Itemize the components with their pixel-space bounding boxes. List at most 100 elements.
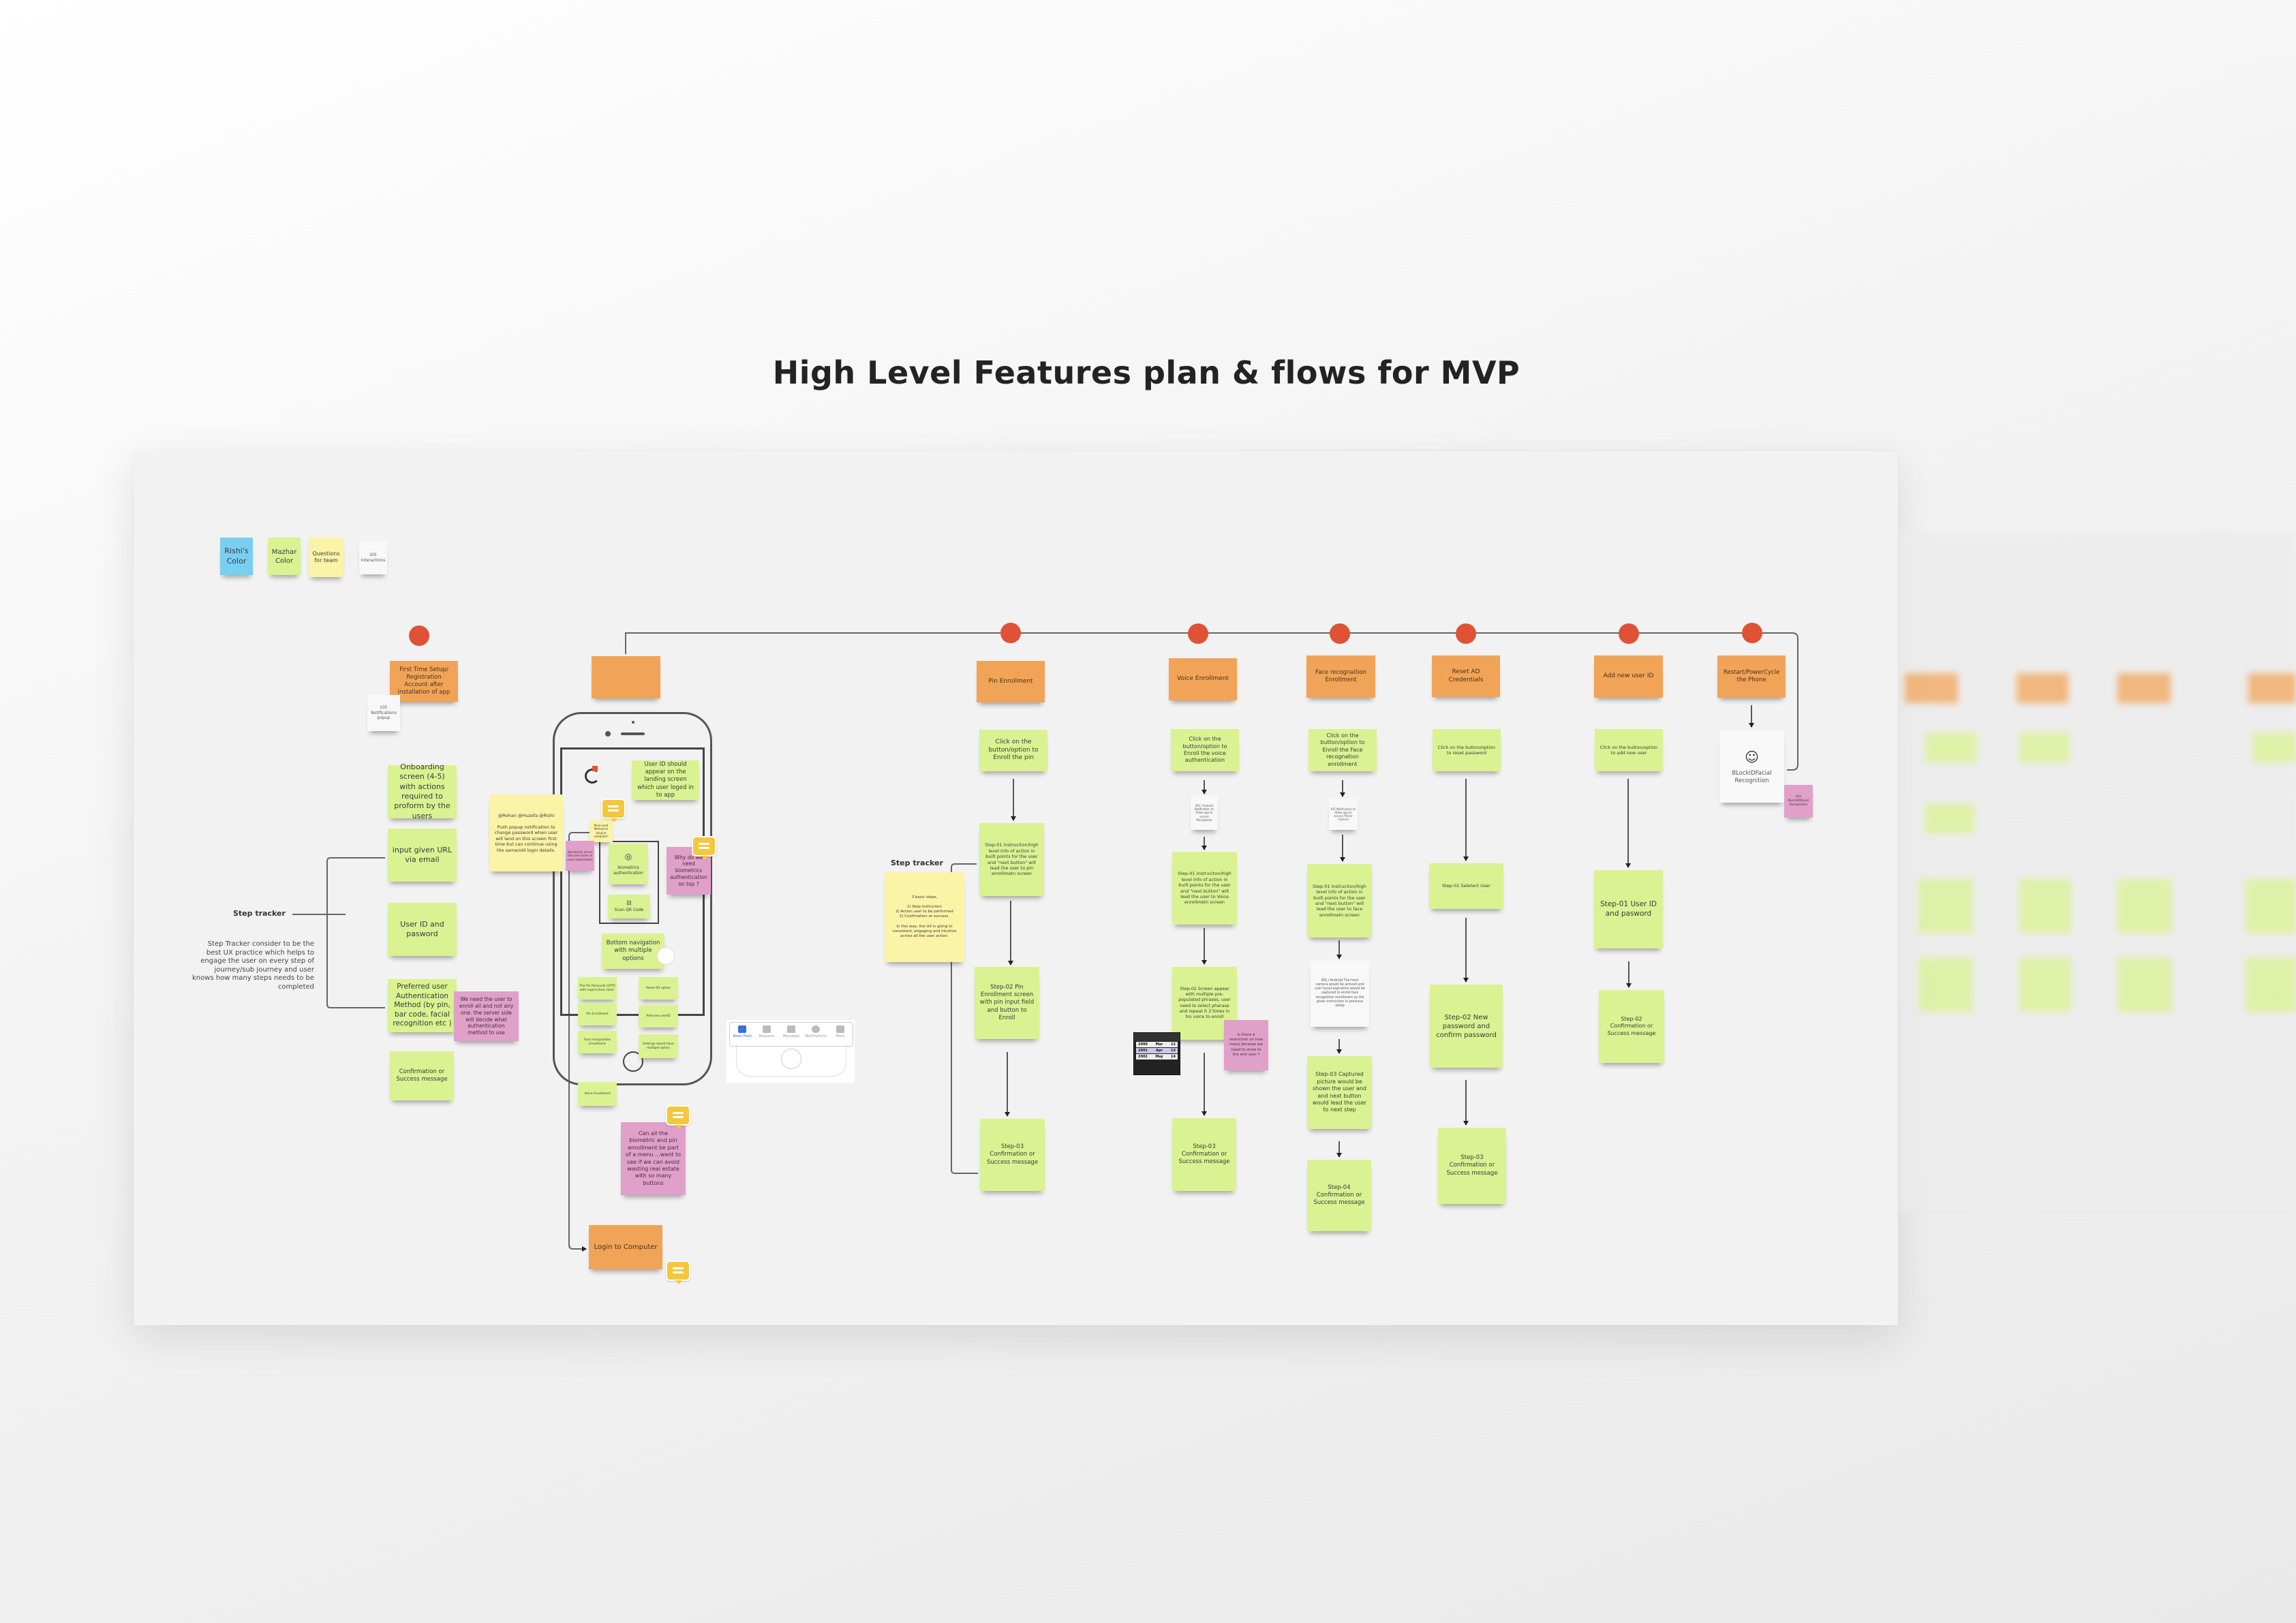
- auth-options-box: [599, 841, 659, 924]
- reset-ad-option-note[interactable]: Reset AD option: [639, 977, 678, 1000]
- ios-tab-bar-reference-image: News Feed Requests Messages Notification…: [726, 1020, 855, 1083]
- legend-rishi-color[interactable]: Rishi's Color: [220, 538, 253, 575]
- face-step-03-note[interactable]: Step-03 Captured picture would be shown …: [1307, 1056, 1372, 1129]
- voice-enrollment-header[interactable]: Voice Enrollment: [1169, 658, 1237, 700]
- tab-bar: News Feed Requests Messages Notification…: [729, 1022, 853, 1047]
- voice-step-03-note[interactable]: Step-03 Confirmation or Success message: [1172, 1118, 1236, 1191]
- voice-step-01-note[interactable]: Step-01 Instruciton/high level info of a…: [1172, 852, 1237, 925]
- biometrics-auth-note[interactable]: ◎ biometrics authentication: [609, 844, 648, 884]
- milestone-dot: [1456, 623, 1476, 644]
- most-used-method-note[interactable]: Most used Method to loing to computer?: [590, 820, 613, 842]
- comment-icon[interactable]: [666, 1261, 690, 1284]
- pin-passcode-note[interactable]: The Pin Passcode (OTP) with expire time …: [578, 977, 617, 1000]
- settings-option-note[interactable]: Settings would have multipel option: [639, 1034, 678, 1058]
- enroll-all-question-note[interactable]: We need the user to enroll all and not a…: [454, 991, 519, 1041]
- add-user-step-01-note[interactable]: Step-01 User ID and pasword: [1594, 870, 1663, 948]
- tab-requests[interactable]: Requests: [754, 1023, 779, 1046]
- legend-ios-interactions[interactable]: iOS Interactions: [359, 542, 387, 574]
- tab-messages[interactable]: Messages: [779, 1023, 803, 1046]
- qr-scan-icon: ⊟: [626, 899, 632, 907]
- reset-step-01-note[interactable]: Step-01 Seletect User: [1429, 863, 1503, 909]
- pin-click-note[interactable]: Click on the button/option to Enroll the…: [979, 730, 1047, 771]
- pin-tracker-line-bottom: [951, 962, 978, 1174]
- restart-phone-header[interactable]: Restart/PowerCycle the Phone: [1717, 655, 1786, 698]
- confirmation-note[interactable]: Confirmation or Success message: [390, 1051, 454, 1100]
- voice-step-02-note[interactable]: Step-02 Screen appear with multiple pre-…: [1172, 967, 1237, 1040]
- blockid-facial-card[interactable]: ☺ BLockIDFacial Recognition: [1719, 730, 1784, 803]
- picker-cell: Mar: [1155, 1042, 1163, 1047]
- milestone-dot: [1188, 623, 1208, 644]
- comment-icon[interactable]: [601, 799, 626, 822]
- milestone-dot: [1742, 623, 1762, 643]
- microphone-permission-note[interactable]: IOS / Android Notification to Allow app …: [1191, 796, 1218, 830]
- use-blockid-note[interactable]: Use BLockIDFacial Recognition: [1784, 785, 1813, 818]
- legend-mazhar-color[interactable]: Mazhar Color: [268, 538, 301, 575]
- blockid-label: BLockIDFacial Recognition: [1732, 769, 1772, 784]
- tab-label: Requests: [759, 1034, 775, 1038]
- preferred-auth-method-note[interactable]: Preferred user Authentication Method (by…: [388, 979, 457, 1032]
- pin-step-02-note[interactable]: Step-02 Pin Enrollment screen with pin i…: [975, 967, 1039, 1039]
- reset-step-03-note[interactable]: Step-03 Confirmation or Success message: [1438, 1128, 1506, 1204]
- phone-bottom-outline: [736, 1045, 846, 1077]
- legend-questions[interactable]: Questions for team: [309, 538, 343, 577]
- pin-enrollment-header[interactable]: Pin Enrollment: [977, 661, 1045, 702]
- tab-notifications[interactable]: Notifications: [803, 1023, 828, 1046]
- voice-enrollment-option-note[interactable]: Voice Enrollment: [578, 1082, 617, 1106]
- menu-question-note[interactable]: Can all the biometric and pin enrollment…: [621, 1122, 686, 1195]
- ios-notifications-popup-note[interactable]: iOS Notifications popup: [367, 695, 400, 731]
- tab-news-feed[interactable]: News Feed: [730, 1023, 754, 1046]
- face-click-note[interactable]: Click on the button/option to Enroll the…: [1308, 729, 1377, 771]
- pin-step-tracker-label: Step tracker: [891, 859, 943, 867]
- picker-cell: Apr: [1156, 1049, 1163, 1053]
- reset-click-note[interactable]: Click on the button/option to reset pass…: [1433, 729, 1501, 771]
- user-id-password-note[interactable]: User ID and pasword: [388, 903, 457, 956]
- step-tracker-note[interactable]: 3 basic steps, 1) Step instruction 2) Ac…: [885, 872, 964, 962]
- face-enrollment-option-note[interactable]: Face recognaition Enrollment: [578, 1031, 617, 1053]
- left-bracket: [326, 857, 385, 1008]
- front-camera-note[interactable]: IOS / Android The front camera would be …: [1311, 961, 1369, 1027]
- picker-cell: 13: [1171, 1049, 1176, 1053]
- messages-icon: [787, 1025, 795, 1033]
- face-enrollment-header[interactable]: Face recognaition Enrollment: [1306, 655, 1375, 698]
- picker-cell: 2000: [1138, 1042, 1148, 1047]
- globe-icon: [812, 1025, 820, 1033]
- onboarding-note[interactable]: Onboarding screen (4-5) with actions req…: [388, 762, 457, 820]
- pin-step-01-note[interactable]: Step-01 Instruciton/high level info of a…: [979, 823, 1044, 896]
- main-flow-line: [625, 632, 1798, 771]
- camera-permission-note[interactable]: IOS Notification to Allow app to access …: [1329, 799, 1358, 830]
- user-id-landing-note[interactable]: User ID should appear on the landing scr…: [632, 760, 699, 800]
- voice-click-note[interactable]: Click on the button/option to Enroll the…: [1171, 729, 1239, 771]
- smiley-face-icon: ☺: [1745, 748, 1759, 765]
- add-user-header[interactable]: Add new user ID: [1594, 655, 1663, 698]
- reset-ad-header[interactable]: Reset AD Credentials: [1432, 655, 1500, 697]
- home-button-icon: [781, 1049, 801, 1069]
- picker-cell: 2002: [1138, 1055, 1148, 1059]
- pin-step-03-note[interactable]: Step-03 Confirmation or Success message: [980, 1119, 1045, 1191]
- input-url-note[interactable]: input given URL via email: [388, 829, 457, 882]
- phone-camera-dot: [632, 721, 634, 724]
- comment-icon[interactable]: [666, 1105, 690, 1129]
- tab-label: News Feed: [733, 1034, 752, 1038]
- blank-header-note[interactable]: [592, 656, 660, 698]
- tab-more[interactable]: More: [828, 1023, 853, 1046]
- scan-qr-note[interactable]: ⊟ Scan QR Code: [608, 895, 650, 918]
- add-user-step-02-note[interactable]: Step-02 Confirmation or Success message: [1599, 990, 1664, 1063]
- face-step-04-note[interactable]: Step-04 Confirmation or Success message: [1307, 1160, 1371, 1231]
- pin-tracker-line-top: [951, 863, 977, 872]
- bottom-navigation-note[interactable]: Bottom navigation with multiple options: [602, 933, 664, 969]
- decided-by-server-note[interactable]: Decided by server side and varies on eve…: [566, 841, 594, 871]
- step-tracker-label: Step tracker: [233, 909, 286, 918]
- comment-icon[interactable]: [692, 836, 716, 860]
- face-step-01-note[interactable]: Step-01 Instruciton/high level info of a…: [1307, 864, 1372, 938]
- push-popup-question-note[interactable]: @Rohan @Huzefa @Rishi Push popup notific…: [489, 794, 563, 871]
- login-to-computer-note[interactable]: Login to Computer: [589, 1225, 662, 1269]
- phrase-restriction-question-note[interactable]: Is there a restriction on how many phras…: [1224, 1020, 1268, 1070]
- reset-step-02-note[interactable]: Step-02 New password and confirm passwor…: [1430, 985, 1503, 1068]
- add-user-click-note[interactable]: Click on the button/option to add new us…: [1595, 729, 1663, 771]
- pin-enrollment-option-note[interactable]: Pin Enrollment: [578, 1003, 617, 1025]
- add-user-option-note[interactable]: Add new userID: [639, 1005, 678, 1027]
- first-time-setup-note[interactable]: First Time Setup/ Registration Account a…: [390, 661, 458, 702]
- tab-label: Notifications: [805, 1034, 827, 1038]
